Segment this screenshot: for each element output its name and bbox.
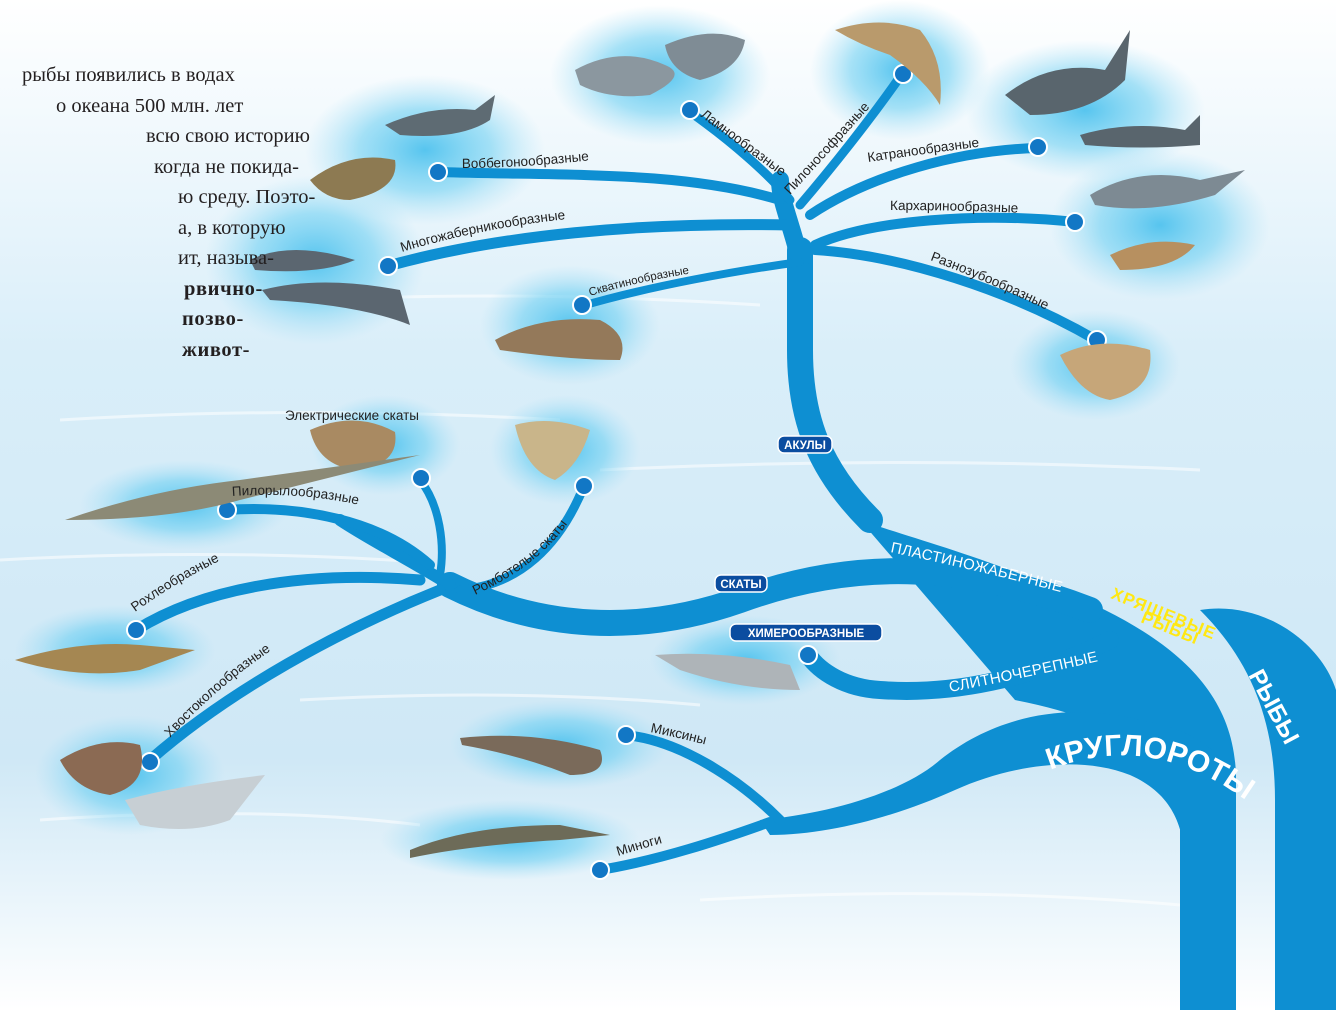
- intro-line-bold: рвично-: [6, 274, 306, 305]
- intro-line: а, в которую: [6, 213, 306, 244]
- intro-line: ю среду. Поэто-: [6, 182, 306, 213]
- label-torpediniformes: Электрические скаты: [285, 408, 419, 423]
- intro-line: когда не покида-: [6, 152, 306, 183]
- intro-line: ит, называ-: [6, 243, 306, 274]
- intro-text: рыбы появились в водах о океана 500 млн.…: [6, 60, 306, 365]
- intro-line: всю свою историю: [6, 121, 306, 152]
- intro-line: рыбы появились в водах: [6, 60, 306, 91]
- tag-chimaeras: ХИМЕРООБРАЗНЫЕ: [748, 628, 865, 640]
- intro-line-bold: живот-: [6, 335, 306, 366]
- intro-line: о океана 500 млн. лет: [6, 91, 306, 122]
- tag-rays: СКАТЫ: [720, 579, 761, 591]
- tag-sharks: АКУЛЫ: [784, 440, 826, 452]
- intro-line-bold: позво-: [6, 304, 306, 335]
